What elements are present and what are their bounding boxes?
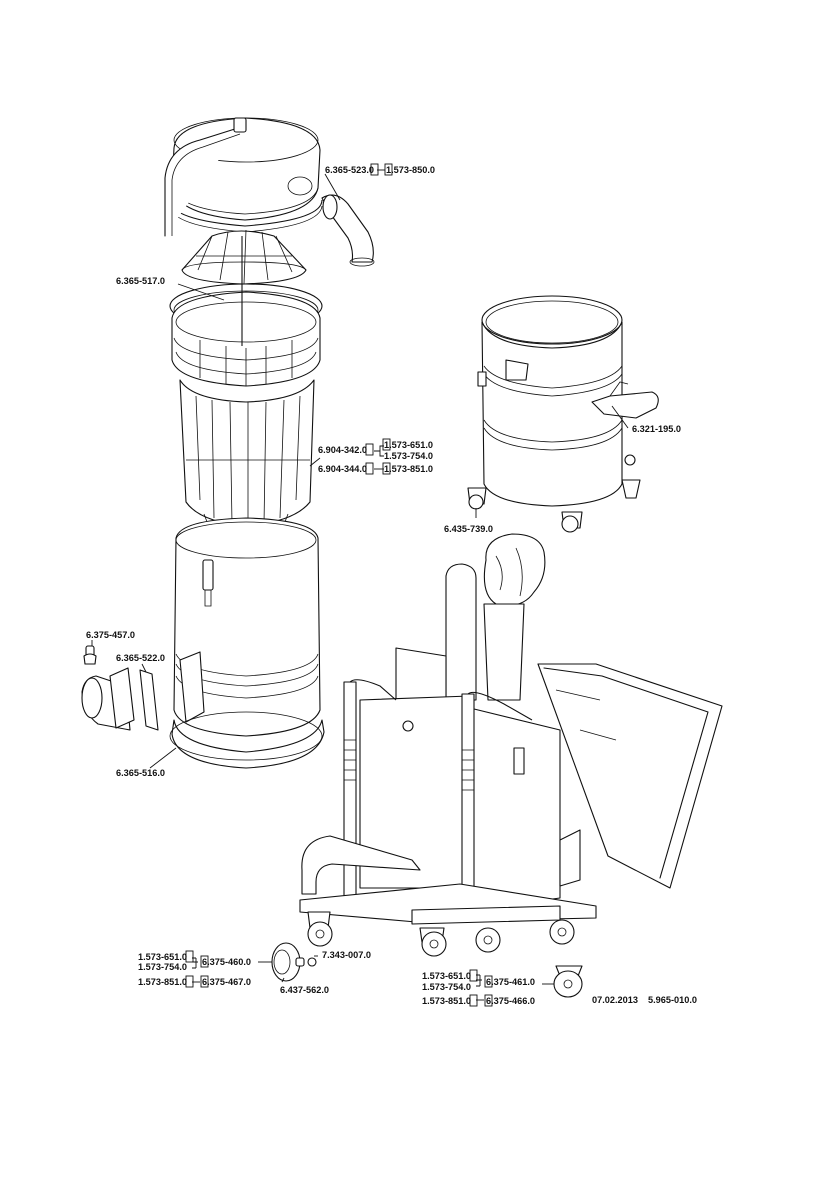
part-label-1-573-754-c: 1.573-754.0 (422, 982, 471, 992)
part-label-1-573-651-a: 1.573-651.0 (384, 440, 433, 450)
cart-frame (299, 533, 723, 957)
lower-container (169, 517, 325, 769)
part-label-6-904-342: 6.904-342.0 (318, 445, 367, 455)
part-label-6-365-522: 6.365-522.0 (116, 653, 165, 663)
part-label-6-375-457: 6.375-457.0 (86, 630, 135, 640)
part-label-1-573-851-c: 1.573-851.0 (422, 996, 471, 1006)
part-label-6-904-344: 6.904-344.0 (318, 464, 367, 474)
part-label-1-573-754-b: 1.573-754.0 (138, 962, 187, 972)
inlet-parts (81, 645, 159, 731)
part-label-6-375-461: 6.375-461.0 (486, 977, 535, 987)
part-label-1-573-754-a: 1.573-754.0 (384, 451, 433, 461)
filter-cage-top (181, 229, 307, 285)
part-label-1-573-651-c: 1.573-651.0 (422, 971, 471, 981)
part-label-1-573-850: 1.573-850.0 (386, 165, 435, 175)
footer-date: 07.02.2013 (592, 995, 638, 1005)
side-container (467, 295, 659, 533)
part-label-6-375-460: 6.375-460.0 (202, 957, 251, 967)
lid-assembly (164, 117, 375, 267)
part-number-labels: 6.365-523.0 1.573-850.0 6.365-517.0 6.90… (86, 163, 697, 1007)
part-label-7-343-007: 7.343-007.0 (322, 950, 371, 960)
part-label-1-573-851-b: 1.573-851.0 (138, 977, 187, 987)
part-label-1-573-651-b: 1.573-651.0 (138, 952, 187, 962)
part-label-6-375-466: 6.375-466.0 (486, 996, 535, 1006)
footer-doc-number: 5.965-010.0 (648, 995, 697, 1005)
part-label-6-435-739: 6.435-739.0 (444, 524, 493, 534)
part-label-6-375-467: 6.375-467.0 (202, 977, 251, 987)
filter-basket (171, 236, 321, 560)
part-label-1-573-851-a: 1.573-851.0 (384, 464, 433, 474)
part-label-6-365-523: 6.365-523.0 (325, 165, 374, 175)
part-label-6-437-562: 6.437-562.0 (280, 985, 329, 995)
part-label-6-365-517: 6.365-517.0 (116, 276, 165, 286)
part-label-6-365-516: 6.365-516.0 (116, 768, 165, 778)
part-label-6-321-195: 6.321-195.0 (632, 424, 681, 434)
caster-parts (271, 942, 583, 998)
